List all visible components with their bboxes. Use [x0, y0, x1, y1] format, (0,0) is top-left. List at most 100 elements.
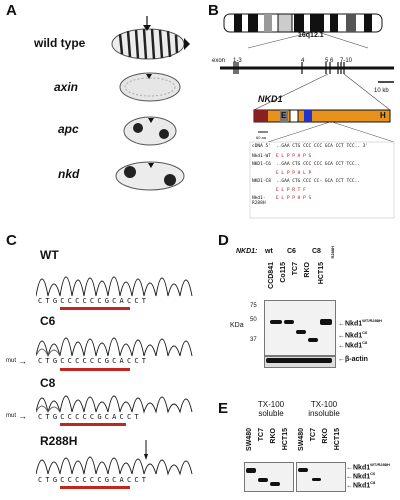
- seq-row: E L P P A P S: [276, 154, 312, 159]
- band-c6-d: [296, 330, 306, 334]
- exon-label-4: 4: [301, 58, 305, 64]
- gene-name: NKD1: [258, 94, 283, 104]
- group-insoluble: TX-100 insoluble: [308, 400, 340, 418]
- band-label-base: Nkd1: [345, 342, 363, 350]
- panel-d-label: D: [218, 232, 229, 249]
- trace-underline-c6: [60, 368, 130, 371]
- band-label-base: Nkd1: [353, 464, 371, 472]
- band-label-c8-e: ←Nkd1C8: [346, 480, 376, 490]
- row-label-nkd: nkd: [58, 167, 80, 181]
- seq-row: E L P R T F: [276, 188, 306, 193]
- band-label-base: Nkd1: [345, 320, 363, 328]
- row-label-wild-type: wild type: [34, 36, 86, 50]
- embryo-axin: [119, 72, 181, 102]
- trace-seq-wt: CTGCCCCCCGCACCT: [38, 297, 150, 305]
- lane-e-tc7-sol: TC7: [258, 428, 265, 442]
- band-label-c8-d: ←Nkd1C8: [338, 340, 368, 350]
- band-label-c6-e: ←Nkd1C6: [346, 471, 376, 481]
- lane-e-hct15-sol: HCT15: [282, 428, 289, 451]
- trace-underline-wt: [60, 307, 130, 310]
- marker-37: 37: [250, 337, 257, 343]
- band-label-wt-d: ←Nkd1WT/R288H: [338, 318, 382, 328]
- western-blot-e-soluble: [244, 462, 294, 492]
- band-e-1: [246, 468, 256, 473]
- seq-row: ..GAA CTG CCC CCC GCA CCT TCC..: [276, 162, 360, 167]
- marker-75: 75: [250, 303, 257, 309]
- group-soluble: TX-100 soluble: [257, 400, 285, 418]
- band-e-4: [298, 468, 308, 472]
- trace-seq-c8: CTGCCCCCGCACCT: [38, 413, 142, 421]
- seq-row-label: [252, 171, 276, 179]
- band-label-sup: C6: [370, 471, 376, 476]
- mut-label-c8: mut: [6, 413, 17, 419]
- embryo-apc: [123, 116, 177, 146]
- exon-prefix: exon: [212, 58, 226, 64]
- band-e-3: [270, 482, 280, 486]
- lane-co115: Co115: [280, 262, 287, 283]
- row-label-apc: apc: [58, 122, 79, 136]
- group-r288h: R288H: [330, 246, 335, 259]
- trace-c6: [36, 337, 193, 357]
- exon-label-5-6: 5 6: [325, 58, 334, 64]
- band-wt-d: [270, 320, 282, 324]
- kda-label: KDa: [230, 322, 244, 329]
- trace-wt: [36, 276, 193, 297]
- seq-row: E L P P H P S: [276, 196, 312, 201]
- panel-c-label: C: [6, 232, 17, 249]
- gene-structure-diagram: [220, 13, 395, 219]
- lane-tc7: TC7: [292, 262, 299, 276]
- seq-row-label: NKD1-C8: [252, 179, 271, 184]
- mut-arrow-c6: →: [18, 356, 27, 366]
- seq-row-label: cDNA 5': [252, 144, 271, 149]
- panel-a-label: A: [6, 2, 17, 19]
- lane-e-sw480-ins: SW480: [298, 428, 305, 451]
- sequence-alignment: cDNA 5'..GAA CTG CCC CCC GCA CCT TCC.. 3…: [252, 144, 396, 206]
- embryo-images: [111, 16, 190, 191]
- marker-50: 50: [250, 317, 257, 323]
- western-blot-d: [264, 300, 336, 356]
- mut-arrow-c8: →: [18, 411, 27, 421]
- embryo-nkd: [115, 161, 185, 191]
- mut-label-c6: mut: [6, 358, 17, 364]
- panel-b-label: B: [208, 2, 219, 19]
- band-hct15-d: [320, 319, 332, 325]
- chromatogram-traces: [36, 276, 193, 476]
- scale-label: 10 kb: [374, 88, 389, 94]
- band-label-sup: C8: [362, 340, 368, 345]
- trace-underline-r288h: [60, 486, 130, 489]
- lane-e-rko-ins: RKO: [322, 428, 329, 444]
- trace-c8: [36, 395, 193, 414]
- lane-ccd841: CCD841: [268, 262, 275, 289]
- nkd1-header: NKD1:: [236, 248, 258, 255]
- band-co115-d: [284, 320, 294, 324]
- domain-letter-e: E: [281, 111, 287, 120]
- trace-seq-r288h: CTGCCCCCCGCACCT: [38, 476, 150, 484]
- band-label: 16q12.1: [298, 32, 324, 39]
- band-c8-d: [308, 338, 318, 342]
- panel-e-label: E: [218, 400, 229, 417]
- embryo-wild-type: [111, 16, 190, 60]
- band-label-sup: C8: [370, 480, 376, 485]
- band-label-c6-d: ←Nkd1C6: [338, 330, 368, 340]
- lane-e-hct15-ins: HCT15: [334, 428, 341, 451]
- group-wt: wt: [265, 248, 273, 255]
- trace-label-wt: WT: [40, 248, 59, 262]
- exon-label-1-3: 1-3: [233, 58, 242, 64]
- group-c8: C8: [312, 248, 321, 255]
- seq-row-label: Nkd1-WT: [252, 154, 271, 159]
- band-label-sup: C6: [362, 330, 368, 335]
- row-label-axin: axin: [54, 80, 79, 94]
- lane-e-rko-sol: RKO: [270, 428, 277, 444]
- band-label-sup: WT/R288H: [362, 318, 382, 323]
- seq-row: E L P P H L P: [276, 171, 312, 176]
- band-label-base: Nkd1: [345, 332, 363, 340]
- lane-hct15: HCT15: [318, 262, 325, 285]
- exon-label-7-10: 7-10: [340, 58, 353, 64]
- band-e-2: [258, 478, 268, 482]
- band-label-base: Nkd1: [353, 473, 371, 481]
- domain-letter-h: H: [380, 111, 386, 120]
- band-actin: [266, 358, 332, 363]
- seq-row-label: [252, 188, 276, 196]
- protein-domain-bar: [253, 109, 391, 123]
- trace-r288h: [36, 456, 193, 476]
